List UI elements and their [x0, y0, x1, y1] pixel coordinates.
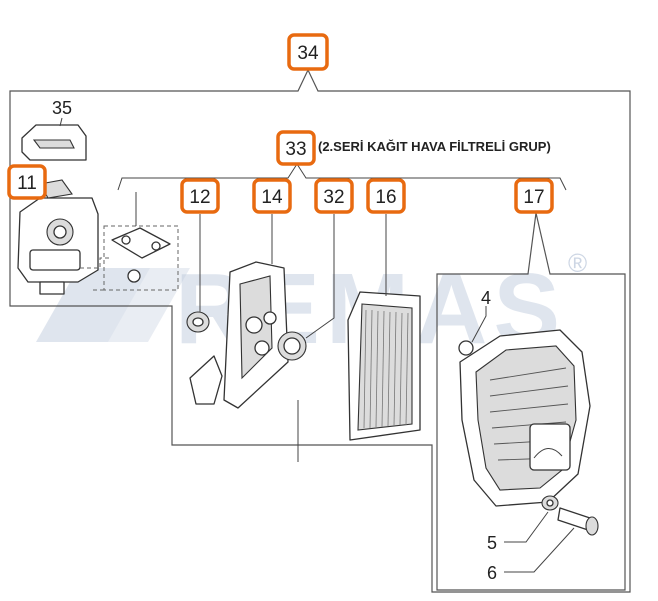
label-5: 5	[487, 533, 497, 553]
callout-33-label: 33	[285, 139, 306, 160]
label-4: 4	[481, 288, 491, 308]
callout-11-label: 11	[17, 173, 37, 194]
label-6: 6	[487, 563, 497, 583]
callout-33[interactable]: 33	[276, 130, 316, 166]
part-32-plug	[277, 214, 335, 361]
callout-34[interactable]: 34	[287, 33, 329, 71]
part-12-grommet	[186, 214, 210, 333]
callout-32-label: 32	[323, 187, 344, 208]
callout-17-label: 17	[523, 187, 544, 208]
callout-12-label: 12	[189, 187, 210, 208]
part-35-cap	[21, 117, 87, 161]
callout-14[interactable]: 14	[252, 178, 292, 214]
callout-32[interactable]: 32	[314, 178, 354, 214]
assembly-frame-34	[9, 68, 631, 593]
cover-frame-17	[436, 212, 626, 591]
part-6-screw	[504, 507, 599, 573]
part-14-filter-base	[189, 214, 299, 462]
assembly-caption: (2.SERİ KAĞIT HAVA FİLTRELİ GRUP)	[318, 139, 551, 154]
part-4-o-ring	[458, 306, 487, 356]
watermark-registered-mark: ®	[568, 248, 587, 278]
callout-14-label: 14	[261, 187, 283, 208]
part-16-paper-filter	[347, 214, 421, 441]
part-11-carburetor	[17, 179, 99, 295]
callout-11[interactable]: 11	[7, 164, 47, 200]
part-5-washer	[504, 495, 559, 543]
part-gasket-plate	[80, 192, 179, 291]
part-17-filter-cover	[459, 329, 591, 507]
callout-16[interactable]: 16	[366, 178, 406, 214]
callout-16-label: 16	[375, 187, 396, 208]
callout-12[interactable]: 12	[180, 178, 220, 214]
callout-34-label: 34	[297, 43, 319, 64]
label-35: 35	[52, 98, 72, 118]
watermark-logo-stripes	[36, 268, 190, 342]
callout-17[interactable]: 17	[514, 178, 554, 214]
